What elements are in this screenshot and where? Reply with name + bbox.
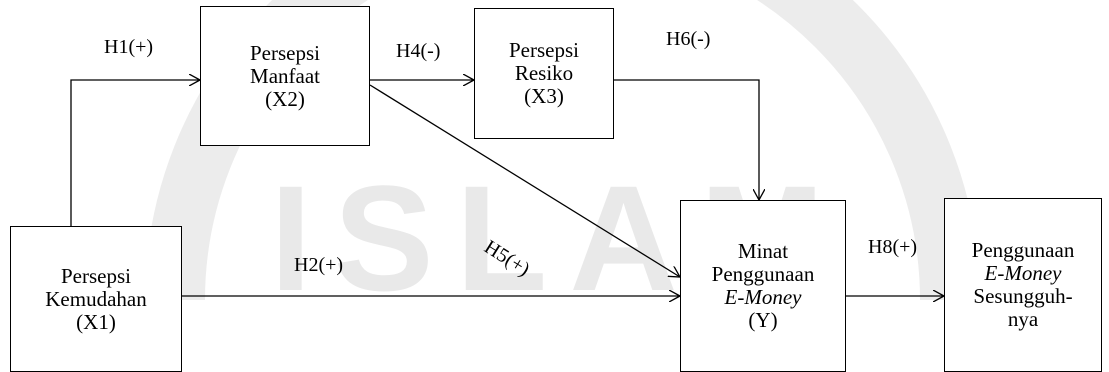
node-x3-persepsi-resiko: Persepsi Resiko (X3) (474, 8, 614, 139)
label-h6: H6(-) (666, 28, 711, 50)
node-x1-line-1: Persepsi (61, 263, 131, 288)
node-x3-line-3: (X3) (524, 84, 564, 108)
node-z-penggunaan-sesungguhnya: Penggunaan E-Money Sesungguh- nya (944, 198, 1102, 372)
label-h8: H8(+) (868, 236, 918, 258)
node-x2-line-1: Persepsi (250, 40, 320, 65)
node-z-line-2: E-Money (984, 261, 1062, 285)
edge-h5-x2-to-y (369, 84, 680, 277)
node-y-line-3: E-Money (724, 285, 802, 309)
label-h1: H1(+) (104, 36, 154, 58)
node-x2-line-2: Manfaat (250, 63, 320, 88)
node-y-minat-penggunaan: Minat Penggunaan E-Money (Y) (680, 200, 846, 372)
node-y-line-2: Penggunaan (711, 262, 815, 286)
node-x1-persepsi-kemudahan: Persepsi Kemudahan (X1) (10, 226, 182, 372)
node-y-line-4: (Y) (748, 308, 778, 332)
node-x1-line-2: Kemudahan (45, 286, 147, 311)
node-x1-line-3: (X1) (76, 309, 116, 334)
node-z-line-3: Sesungguh- (973, 284, 1073, 308)
edge-h6-x3-to-y (614, 79, 759, 200)
node-z-line-1: Penggunaan (971, 238, 1075, 262)
node-x3-line-2: Resiko (514, 61, 574, 85)
node-y-line-1: Minat (737, 239, 789, 263)
node-x2-persepsi-manfaat: Persepsi Manfaat (X2) (200, 6, 370, 146)
node-z-line-4: nya (1007, 307, 1039, 331)
node-x2-line-3: (X2) (265, 86, 305, 111)
label-h2: H2(+) (294, 254, 344, 276)
node-x3-line-1: Persepsi (509, 38, 579, 62)
edge-h1-x1-to-x2 (70, 80, 200, 226)
label-h4: H4(-) (396, 40, 441, 62)
